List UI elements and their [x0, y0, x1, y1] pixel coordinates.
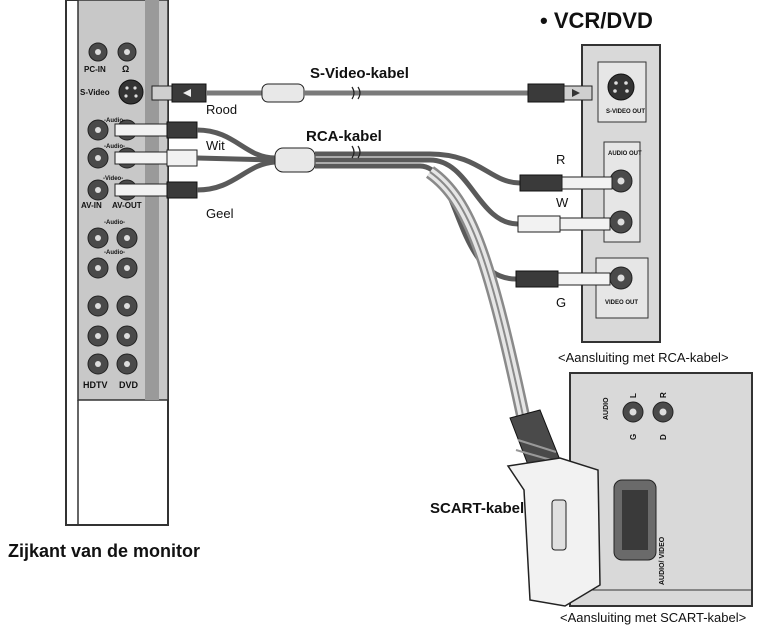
audio-label-4: -Audio-: [104, 250, 125, 256]
ferrite-core-rca: [274, 147, 316, 173]
scart-cable-label: SCART-kabel: [430, 500, 525, 517]
pc-in-label: PC-IN: [84, 65, 106, 74]
rca-cable: [114, 121, 613, 288]
scart-d-label: D: [659, 434, 668, 440]
scart-cable: [425, 166, 601, 607]
monitor-panel-labels: PC-IN Ω S-Video -Audio- -Audio- -Video- …: [80, 64, 142, 390]
cable-break-svideo: [351, 86, 361, 100]
monitor-side-caption: Zijkant van de monitor: [8, 541, 201, 561]
rood-label: Rood: [206, 102, 238, 117]
monitor-jacks: [87, 42, 144, 375]
s-video-cable: [151, 83, 593, 103]
vcr-dvd-title: • VCR/DVD: [540, 8, 653, 33]
video-label: -Video-: [103, 176, 123, 182]
audio-label-3: -Audio-: [104, 220, 125, 226]
scart-panel-labels: AUDIO L R G D AUDIO/ VIDEO: [603, 392, 668, 585]
scart-g-label: G: [629, 434, 638, 440]
scart-audio-video-label: AUDIO/ VIDEO: [659, 536, 666, 585]
vcr-dvd-device: [581, 44, 661, 343]
w-label: W: [556, 195, 569, 210]
headphone-label: Ω: [122, 64, 129, 74]
hdtv-label: HDTV: [83, 380, 108, 390]
vcr-panel-labels: S-VIDEO OUT AUDIO OUT VIDEO OUT: [605, 109, 645, 306]
av-out-label: AV-OUT: [112, 201, 142, 210]
scart-device: [569, 372, 753, 607]
g-label: G: [556, 295, 567, 310]
r-label: R: [556, 152, 566, 167]
audio-out-label: AUDIO OUT: [608, 151, 642, 157]
cable-break-rca: [351, 145, 361, 159]
audio-label-1: -Audio-: [104, 118, 125, 124]
ferrite-core-svideo: [261, 83, 305, 103]
scart-r-label: R: [659, 392, 668, 398]
geel-label: Geel: [206, 206, 234, 221]
svideo-out-label: S-VIDEO OUT: [606, 109, 645, 115]
arrow-right-svideo: [572, 89, 580, 97]
audio-label-2: -Audio-: [104, 144, 125, 150]
wit-label: Wit: [206, 138, 225, 153]
rca-cable-label: RCA-kabel: [306, 128, 382, 145]
rca-connection-caption: <Aansluiting met RCA-kabel>: [558, 350, 729, 365]
video-out-label: VIDEO OUT: [605, 300, 638, 306]
dvd-label: DVD: [119, 380, 139, 390]
scart-l-label: L: [629, 393, 638, 398]
s-video-cable-label: S-Video-kabel: [310, 65, 409, 82]
arrow-left-svideo: [183, 89, 191, 97]
s-video-label: S-Video: [80, 88, 110, 97]
panel-side-edge: [145, 0, 159, 400]
monitor-side-panel: [65, 0, 169, 526]
scart-audio-label: AUDIO: [603, 397, 610, 420]
scart-connection-caption: <Aansluiting met SCART-kabel>: [560, 610, 747, 625]
av-in-label: AV-IN: [81, 201, 102, 210]
